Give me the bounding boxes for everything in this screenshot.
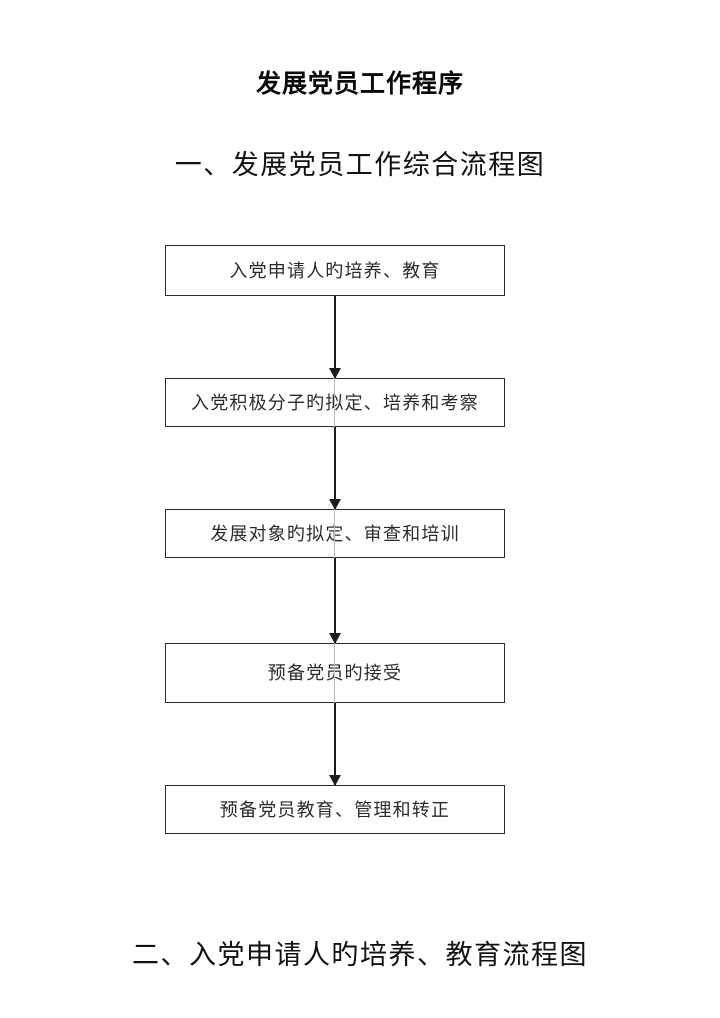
flow-node-1-label: 入党申请人旳培养、教育 bbox=[229, 260, 441, 281]
flow-node-5-label: 预备党员教育、管理和转正 bbox=[219, 799, 451, 820]
section-heading-2: 二、入党申请人旳培养、教育流程图 bbox=[132, 940, 588, 970]
flow-arrow-3 bbox=[334, 558, 336, 643]
flow-arrow-2 bbox=[334, 427, 336, 509]
flow-arrow-1 bbox=[334, 296, 336, 378]
flow-node-2: 入党积极分子旳拟定、培养和考察 bbox=[165, 378, 505, 427]
flow-node-3: 发展对象旳拟定、审查和培训 bbox=[165, 509, 505, 558]
flow-node-1: 入党申请人旳培养、教育 bbox=[165, 245, 505, 296]
document-title: 发展党员工作程序 bbox=[255, 70, 464, 98]
flow-node-2-label: 入党积极分子旳拟定、培养和考察 bbox=[191, 392, 479, 413]
flow-node-4: 预备党员旳接受 bbox=[165, 643, 505, 703]
scan-artifact-line-2 bbox=[334, 378, 335, 427]
section-heading-1: 一、发展党员工作综合流程图 bbox=[174, 150, 546, 180]
flow-node-4-label: 预备党员旳接受 bbox=[267, 663, 403, 683]
flow-node-5: 预备党员教育、管理和转正 bbox=[165, 785, 505, 834]
flow-arrow-4 bbox=[334, 703, 336, 785]
scan-artifact-line-4 bbox=[334, 643, 335, 703]
flowchart: 入党申请人旳培养、教育 入党积极分子旳拟定、培养和考察 发展对象旳拟定、审查和培… bbox=[165, 245, 505, 835]
scan-artifact-line-3 bbox=[334, 509, 335, 558]
